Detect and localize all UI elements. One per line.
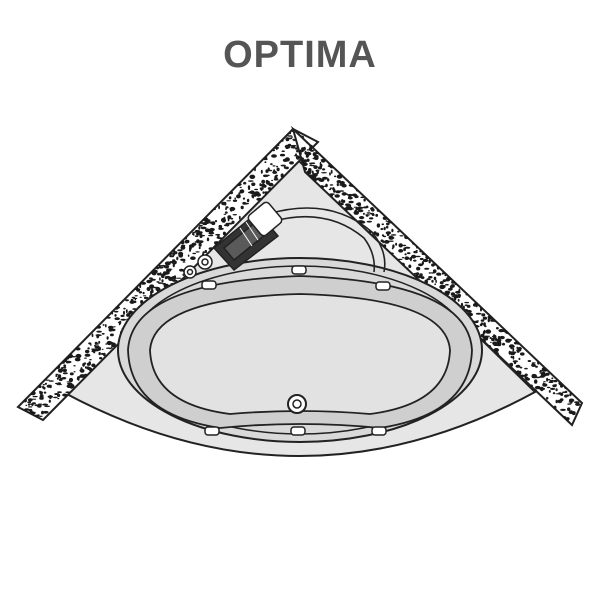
corner-wall-left-icon [16, 127, 320, 422]
basin-inner [149, 293, 451, 415]
product-title: OPTIMA [223, 34, 377, 76]
jet-4 [204, 426, 220, 436]
hydromassage-jet-icon [201, 265, 391, 436]
control-knob-2 [183, 265, 197, 279]
control-knob-1-center [201, 258, 209, 266]
jet-5 [290, 426, 306, 436]
control-knob-icon [183, 254, 213, 279]
jet-1 [201, 280, 217, 290]
jet-6 [371, 426, 387, 436]
control-knob-1 [197, 254, 213, 270]
jet-2 [291, 265, 307, 275]
control-knob-2-center [186, 268, 194, 276]
pump-motor-icon [212, 201, 283, 272]
pump-hoses [267, 207, 386, 273]
drain-icon [287, 394, 307, 414]
jet-3 [375, 281, 391, 291]
